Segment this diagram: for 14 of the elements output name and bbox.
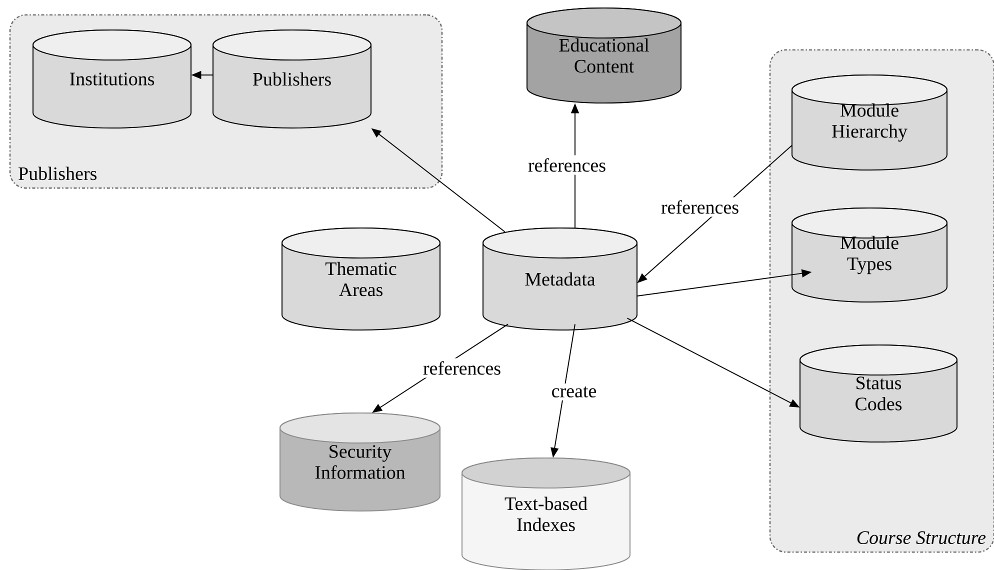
database-cylinder: Publishers [212, 30, 372, 128]
database-cylinder: Module Types [792, 208, 948, 302]
database-cylinder: Educational Content [526, 8, 682, 104]
database-cylinder: Text-based Indexes [462, 457, 630, 570]
database-cylinder: Status Codes [800, 344, 958, 442]
edge-label: references [658, 197, 742, 217]
database-cylinder: Module Hierarchy [792, 74, 948, 170]
edge-label: references [420, 358, 504, 378]
edge-label: references [524, 155, 610, 175]
database-cylinder: Security Information [280, 412, 440, 512]
database-cylinder: Thematic Areas [282, 228, 440, 330]
database-cylinder: Institutions [32, 30, 192, 128]
database-cylinder: Metadata [482, 228, 638, 330]
edge-label: create [548, 384, 600, 400]
